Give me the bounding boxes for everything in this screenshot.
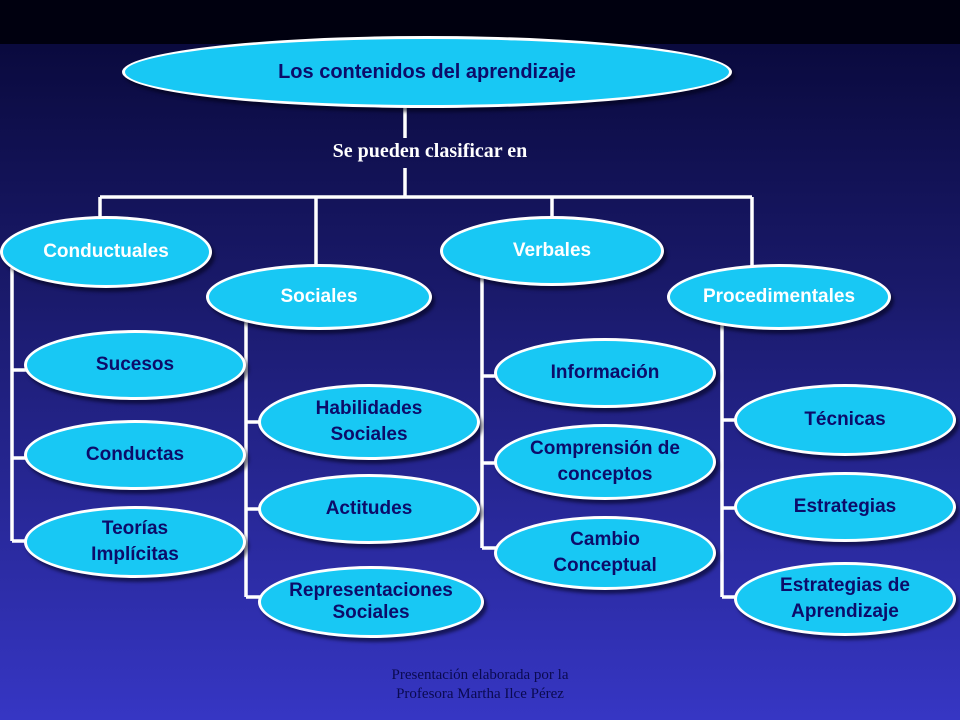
item-tecnicas: Técnicas: [734, 384, 956, 456]
item-estrategias-aprendizaje: Estrategias de Aprendizaje: [734, 562, 956, 636]
category-procedimentales: Procedimentales: [667, 264, 891, 330]
item-estrategias: Estrategias: [734, 472, 956, 542]
item-comprension-conceptos-label: Comprensión de conceptos: [530, 438, 680, 485]
item-tecnicas-label: Técnicas: [804, 409, 886, 430]
connector-label: Se pueden clasificar en: [332, 140, 528, 162]
item-actitudes-label: Actitudes: [325, 498, 413, 519]
category-procedimentales-label: Procedimentales: [702, 286, 856, 307]
category-verbales-label: Verbales: [512, 240, 592, 261]
footer-credit: Presentación elaborada por la Profesora …: [330, 666, 630, 704]
item-habilidades-sociales-label: Habilidades Sociales: [315, 398, 423, 445]
item-estrategias-label: Estrategias: [793, 496, 897, 517]
item-informacion: Información: [494, 338, 716, 408]
item-teorias-implicitas: Teorías Implícitas: [24, 506, 246, 578]
item-estrategias-aprendizaje-label: Estrategias de Aprendizaje: [780, 575, 910, 622]
item-conductas-label: Conductas: [85, 444, 185, 465]
category-sociales-label: Sociales: [280, 286, 358, 307]
item-conductas: Conductas: [24, 420, 246, 490]
item-actitudes: Actitudes: [258, 474, 480, 544]
item-cambio-conceptual-label: Cambio Conceptual: [553, 529, 657, 576]
category-conductuales-label: Conductuales: [43, 241, 169, 262]
root-node: Los contenidos del aprendizaje: [122, 36, 732, 108]
item-sucesos: Sucesos: [24, 330, 246, 400]
item-informacion-label: Información: [550, 362, 660, 383]
item-comprension-conceptos: Comprensión de conceptos: [494, 424, 716, 500]
category-sociales: Sociales: [206, 264, 432, 330]
item-habilidades-sociales: Habilidades Sociales: [258, 384, 480, 460]
item-representaciones-sociales: Representaciones Sociales: [258, 566, 484, 638]
item-sucesos-label: Sucesos: [95, 354, 175, 375]
category-verbales: Verbales: [440, 216, 664, 286]
footer-line-2: Profesora Martha Ilce Pérez: [396, 686, 564, 702]
category-conductuales: Conductuales: [0, 216, 212, 288]
item-cambio-conceptual: Cambio Conceptual: [494, 516, 716, 590]
footer-line-1: Presentación elaborada por la: [391, 667, 569, 683]
root-label: Los contenidos del aprendizaje: [278, 61, 576, 83]
item-representaciones-sociales-label: Representaciones Sociales: [289, 580, 453, 623]
item-teorias-implicitas-label: Teorías Implícitas: [91, 518, 179, 565]
